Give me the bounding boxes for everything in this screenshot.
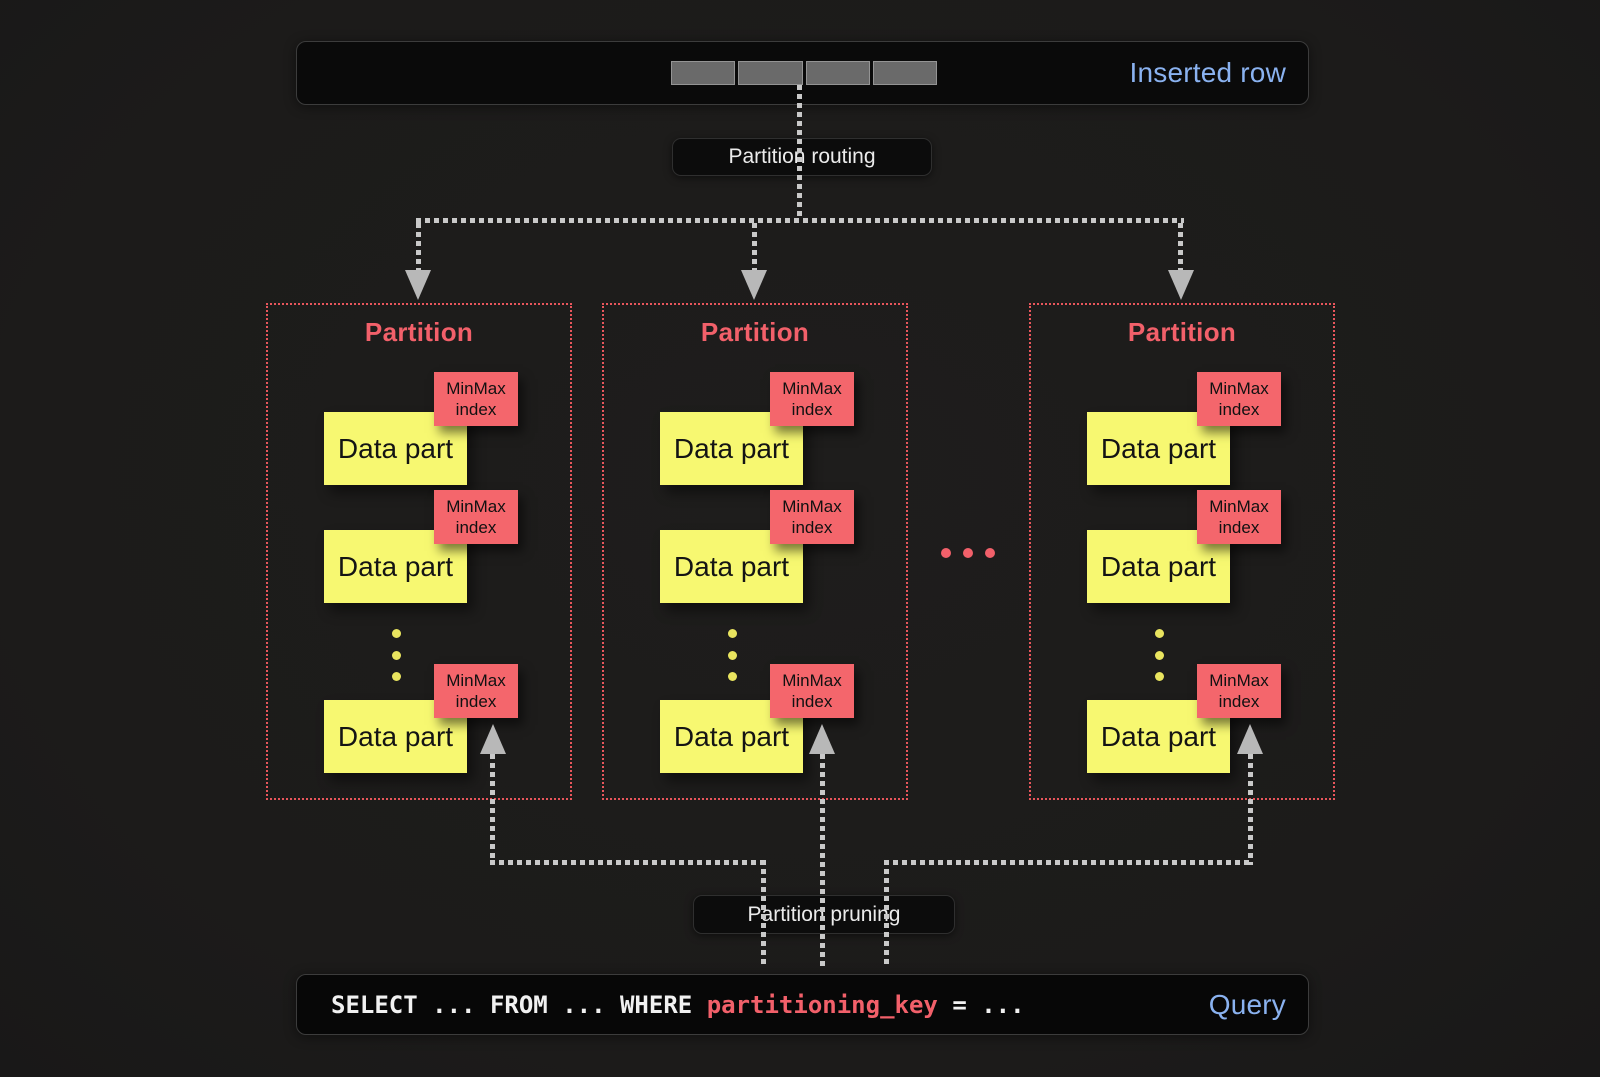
ellipsis-dot — [985, 548, 995, 558]
vertical-ellipsis-dot — [392, 629, 401, 638]
sql-text: SELECT ... FROM ... WHERE partitioning_k… — [331, 991, 1025, 1019]
partition-box: Partition Data part MinMax index Data pa… — [1029, 303, 1335, 800]
data-part-box: Data part — [324, 700, 467, 773]
pruning-connector-right-drop — [884, 860, 889, 968]
vertical-ellipsis-dot — [728, 629, 737, 638]
routing-arrow-stem — [752, 223, 757, 270]
vertical-ellipsis-dot — [1155, 651, 1164, 660]
arrowhead-down-icon — [741, 270, 767, 300]
arrowhead-up-icon — [480, 724, 506, 754]
minmax-index-badge: MinMax index — [1197, 490, 1281, 544]
sql-clause: = ... — [937, 990, 1025, 1019]
row-segment — [671, 61, 736, 85]
data-part-box: Data part — [324, 530, 467, 603]
query-panel: SELECT ... FROM ... WHERE partitioning_k… — [296, 974, 1309, 1035]
arrowhead-down-icon — [1168, 270, 1194, 300]
minmax-index-badge: MinMax index — [434, 664, 518, 718]
row-segment — [738, 61, 803, 85]
routing-trunk-line — [797, 85, 802, 220]
vertical-ellipsis-dot — [1155, 672, 1164, 681]
query-label: Query — [1208, 988, 1286, 1020]
arrowhead-up-icon — [809, 724, 835, 754]
inserted-row-panel: Inserted row — [296, 41, 1309, 105]
ellipsis-dot — [963, 548, 973, 558]
routing-arrow-stem — [1178, 223, 1183, 270]
partition-title: Partition — [700, 317, 810, 347]
pruning-arrow-stem — [490, 754, 495, 865]
pruning-arrow-stem — [1248, 754, 1253, 865]
minmax-index-badge: MinMax index — [770, 664, 854, 718]
row-segments-bar — [671, 61, 937, 85]
partition-routing-label: Partition routing — [728, 145, 876, 168]
pruning-connector-left-drop — [761, 860, 766, 968]
pruning-connector-left — [490, 860, 766, 865]
minmax-index-badge: MinMax index — [434, 490, 518, 544]
minmax-index-badge: MinMax index — [770, 490, 854, 544]
partition-box: Partition Data part MinMax index Data pa… — [602, 303, 908, 800]
sql-keyword: partitioning_key — [706, 990, 938, 1019]
partition-routing-badge: Partition routing — [672, 138, 932, 176]
sql-clause: SELECT ... FROM ... WHERE — [331, 990, 707, 1019]
vertical-ellipsis-dot — [392, 672, 401, 681]
minmax-index-badge: MinMax index — [770, 372, 854, 426]
minmax-index-badge: MinMax index — [1197, 664, 1281, 718]
row-segment — [872, 61, 937, 85]
ellipsis-dot — [941, 548, 951, 558]
minmax-index-badge: MinMax index — [434, 372, 518, 426]
vertical-ellipsis-dot — [1155, 629, 1164, 638]
partition-title: Partition — [1127, 317, 1237, 347]
pruning-arrow-stem — [820, 754, 825, 968]
routing-arrow-stem — [416, 223, 421, 270]
routing-branch-line — [416, 218, 1184, 223]
pruning-connector-right — [884, 860, 1252, 865]
vertical-ellipsis-dot — [392, 651, 401, 660]
partition-title: Partition — [364, 317, 474, 347]
arrowhead-up-icon — [1237, 724, 1263, 754]
inserted-row-label: Inserted row — [1129, 57, 1286, 88]
minmax-index-badge: MinMax index — [1197, 372, 1281, 426]
row-segment — [805, 61, 870, 85]
vertical-ellipsis-dot — [728, 672, 737, 681]
vertical-ellipsis-dot — [728, 651, 737, 660]
partition-box: Partition Data part MinMax index Data pa… — [266, 303, 572, 800]
arrowhead-down-icon — [405, 270, 431, 300]
